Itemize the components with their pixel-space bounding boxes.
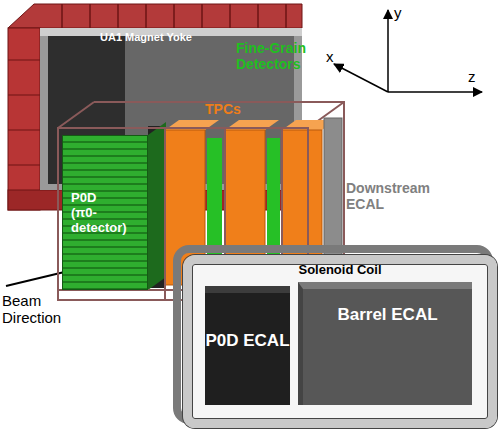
- node-text: P0D ECAL: [205, 331, 290, 351]
- yoke-seams: [8, 60, 40, 165]
- part-label: Downstream ECAL: [346, 180, 436, 212]
- solenoid-coil: Solenoid CoilP0D ECAL Barrel ECAL: [183, 255, 497, 428]
- p0d-detector: P0D (π0-detector): [62, 135, 148, 290]
- yoke-end: [8, 28, 40, 210]
- ecal-module: Barrel ECAL: [298, 282, 472, 405]
- coil-interior: [190, 262, 490, 420]
- part-label: TPCs: [205, 101, 265, 117]
- axis-label: x: [326, 48, 346, 65]
- p0d-side: [148, 122, 166, 290]
- coil-back: [177, 249, 489, 420]
- axis-label: y: [394, 4, 414, 21]
- node-text: Barrel ECAL: [303, 305, 472, 325]
- axis-arrow: [388, 91, 482, 93]
- node-text: Solenoid Coil: [192, 263, 488, 278]
- axis-arrow: [387, 10, 389, 92]
- node-text: P0D (π0-detector): [71, 191, 119, 236]
- magnet-yoke: UA1 Magnet Yoke: [98, 30, 228, 48]
- caption-label: Beam Direction: [2, 292, 74, 327]
- node-text: UA1 Magnet Yoke: [100, 31, 226, 44]
- part-label: Fine-Grain Detectors: [236, 40, 320, 72]
- yoke-top: [8, 4, 302, 28]
- yoke-seams: [62, 4, 286, 28]
- axis-arrow: [334, 64, 388, 92]
- axis-label: z: [468, 68, 488, 85]
- ecal-module: P0D ECAL: [205, 286, 290, 405]
